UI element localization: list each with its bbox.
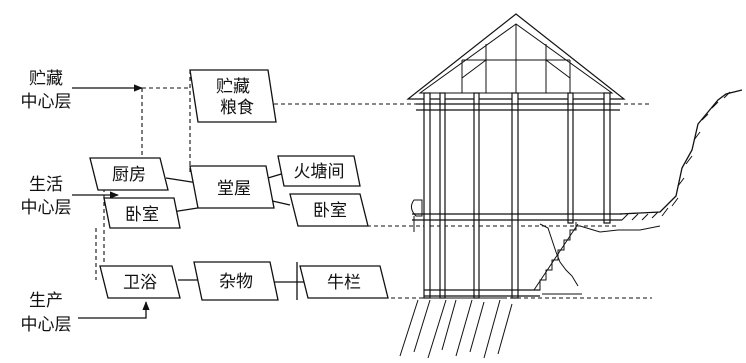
room-bedroom-left: 卧室 [103,197,181,229]
room-bathroom: 卫浴 [99,265,181,299]
room-grain: 贮藏 粮食 [189,69,277,123]
room-kitchen: 厨房 [89,157,169,191]
room-sundries: 杂物 [193,261,279,301]
house-stairs [533,222,582,295]
level-storage-line2: 中心层 [21,92,72,112]
room-main-hall-label: 堂屋 [217,179,251,199]
room-main-hall: 堂屋 [189,165,275,209]
room-bedroom-right: 卧室 [289,193,369,227]
ground-hatching [399,297,513,359]
room-sundries-label: 杂物 [219,272,253,292]
room-grain-line2: 粮食 [220,98,254,118]
level-label-production: 生产 中心层 [21,291,72,335]
level-label-storage: 贮藏 中心层 [21,69,72,112]
level-living-line2: 中心层 [21,198,72,218]
level-living-line1: 生活 [29,175,63,195]
level-storage-line1: 贮藏 [29,69,63,89]
hillside [539,89,743,287]
room-fire-pit-label: 火塘间 [294,162,345,182]
level-connectors [95,70,191,280]
room-grain-line1: 贮藏 [216,77,250,97]
room-cattle-pen-label: 牛栏 [327,273,361,293]
stilt-house-illustration [399,13,743,359]
room-fire-pit: 火塘间 [277,155,361,187]
house-posts [423,92,611,299]
room-cattle-pen: 牛栏 [299,265,389,299]
level-label-living: 生活 中心层 [21,175,72,218]
room-bedroom-right-label: 卧室 [313,201,347,221]
room-bedroom-left-label: 卧室 [125,205,159,225]
level-production-line1: 生产 [29,291,63,311]
room-kitchen-label: 厨房 [112,165,146,185]
room-bathroom-label: 卫浴 [123,273,157,293]
level-production-line2: 中心层 [21,315,72,335]
production-arrow [78,301,150,319]
